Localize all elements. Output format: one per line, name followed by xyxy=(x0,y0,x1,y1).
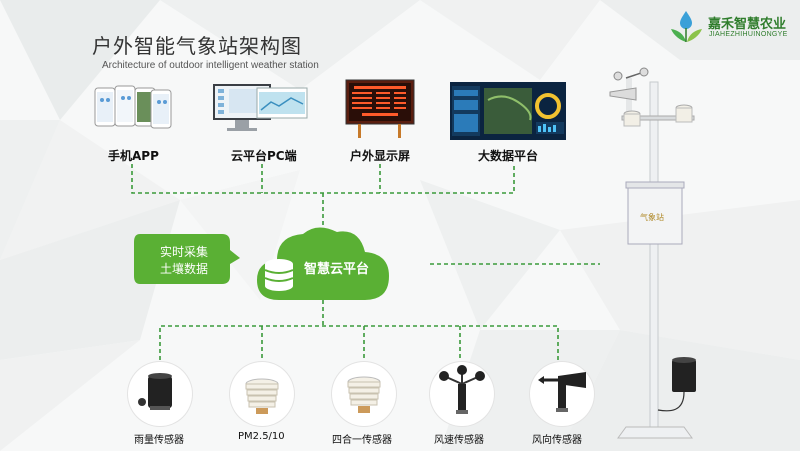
wind-vane-icon xyxy=(538,372,586,412)
dashboard-icon xyxy=(450,82,566,140)
led-display-icon xyxy=(345,79,415,138)
leaf-drop-icon xyxy=(671,11,702,42)
sensor-circle xyxy=(230,362,294,426)
pc-monitor-icon xyxy=(213,84,308,131)
terminal-label: 云平台PC端 xyxy=(231,149,297,163)
brand-name: 嘉禾智慧农业 xyxy=(708,17,787,32)
station-box-label: 气象站 xyxy=(640,213,664,222)
sensor-label: PM2.5/10 xyxy=(238,431,285,442)
brand-name-en: JIAHEZHIHUINONGYE xyxy=(709,31,788,38)
sensor-label: 四合一传感器 xyxy=(332,435,392,446)
sensor-label: 雨量传感器 xyxy=(134,435,184,446)
sensor-circle xyxy=(128,362,192,426)
mobile-app-icon xyxy=(94,85,172,129)
page-title: 户外智能气象站架构图 xyxy=(92,34,302,58)
cloud-label: 智慧云平台 xyxy=(304,262,370,277)
sensor-label: 风速传感器 xyxy=(434,435,484,446)
anemometer-icon xyxy=(439,365,485,414)
brand-logo: 嘉禾智慧农业 JIAHEZHIHUINONGYE xyxy=(668,8,798,44)
speech-bubble xyxy=(134,234,240,284)
bubble-text: 实时采集 土壤数据 xyxy=(159,245,208,276)
sensor-circle xyxy=(332,362,396,426)
terminal-label: 户外显示屏 xyxy=(350,149,411,163)
weather-station-pole xyxy=(609,67,696,439)
terminal-label: 大数据平台 xyxy=(478,149,539,163)
sensor-label: 风向传感器 xyxy=(532,435,582,446)
pm-sensor-icon xyxy=(245,378,279,414)
sensor-circle xyxy=(530,362,594,426)
cloud-platform-icon xyxy=(257,227,389,300)
sensor-circle xyxy=(430,362,494,426)
four-in-one-sensor-icon xyxy=(347,376,381,413)
rain-gauge-icon xyxy=(138,373,172,410)
terminal-label: 手机APP xyxy=(108,149,159,163)
page-subtitle: Architecture of outdoor intelligent weat… xyxy=(102,60,319,71)
